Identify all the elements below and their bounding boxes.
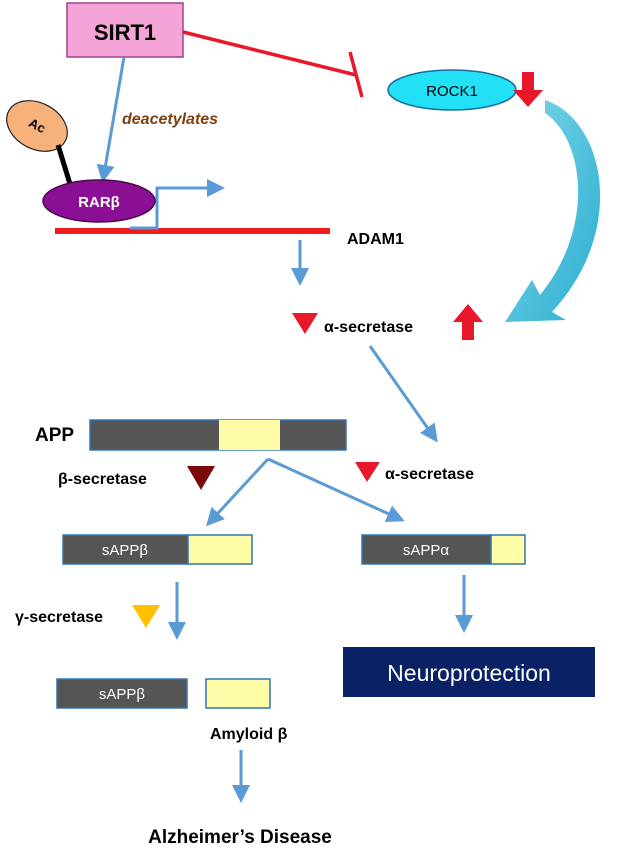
gamma-secretase-marker-icon [132,605,160,628]
neuroprotection-label: Neuroprotection [387,660,551,686]
sappb-bar-1 [62,534,189,565]
app-label: APP [35,425,74,446]
app-to-sappb-arrow [205,457,270,527]
app-to-sappa-arrow [267,457,405,522]
beta-secretase-marker-icon [187,466,215,490]
deacetylates-label: deacetylates [122,111,218,128]
beta-secretase-label: β-secretase [58,471,147,488]
app-bar [89,419,347,451]
sirt1-inhibits-rock1-line [182,30,357,77]
alpha-secretase-up-arrow-icon [453,304,483,340]
sappb-bar-1-segment [187,534,253,565]
sappb-label-1: sAPPβ [102,542,149,559]
sappb-label-2: sAPPβ [99,686,146,703]
rarb-ellipse [42,179,156,223]
ac-link [55,144,73,185]
sappa-bar-segment [490,534,526,565]
rock1-label: ROCK1 [426,83,478,100]
amyloid-beta-label: Amyloid β [210,726,288,743]
sirt1-box [66,2,184,58]
sappa-label: sAPPα [403,542,450,559]
amyloid-beta-segment [205,678,271,709]
neuroprotection-box [343,647,595,697]
curved-cyan-arrow [505,100,601,322]
alpha-secretase-mid-label: α-secretase [385,466,474,483]
sappb-bar-2 [56,678,188,709]
alpha-secretase-top-label: α-secretase [324,319,413,336]
rock1-down-arrow-icon [513,72,543,107]
ac-ellipse [6,100,68,152]
alzheimers-label: Alzheimer’s Disease [148,827,332,848]
ac-label: Ac [26,115,48,136]
gamma-secretase-label: γ-secretase [15,609,103,626]
sirt1-to-rarb-arrow [96,56,126,183]
alpha-secretase-top-marker-icon [292,313,318,334]
alpha-secretase-mid-marker-icon [355,462,380,482]
inhibition-bar [348,51,364,98]
alpha-top-to-mid-arrow [368,345,438,443]
rarb-label: RARβ [78,194,120,211]
sirt1-label: SIRT1 [94,20,156,45]
sappa-bar [361,534,492,565]
app-bar-segment [219,420,280,450]
transcription-start-arrow [130,179,225,230]
adam1-label: ADAM1 [347,231,404,248]
